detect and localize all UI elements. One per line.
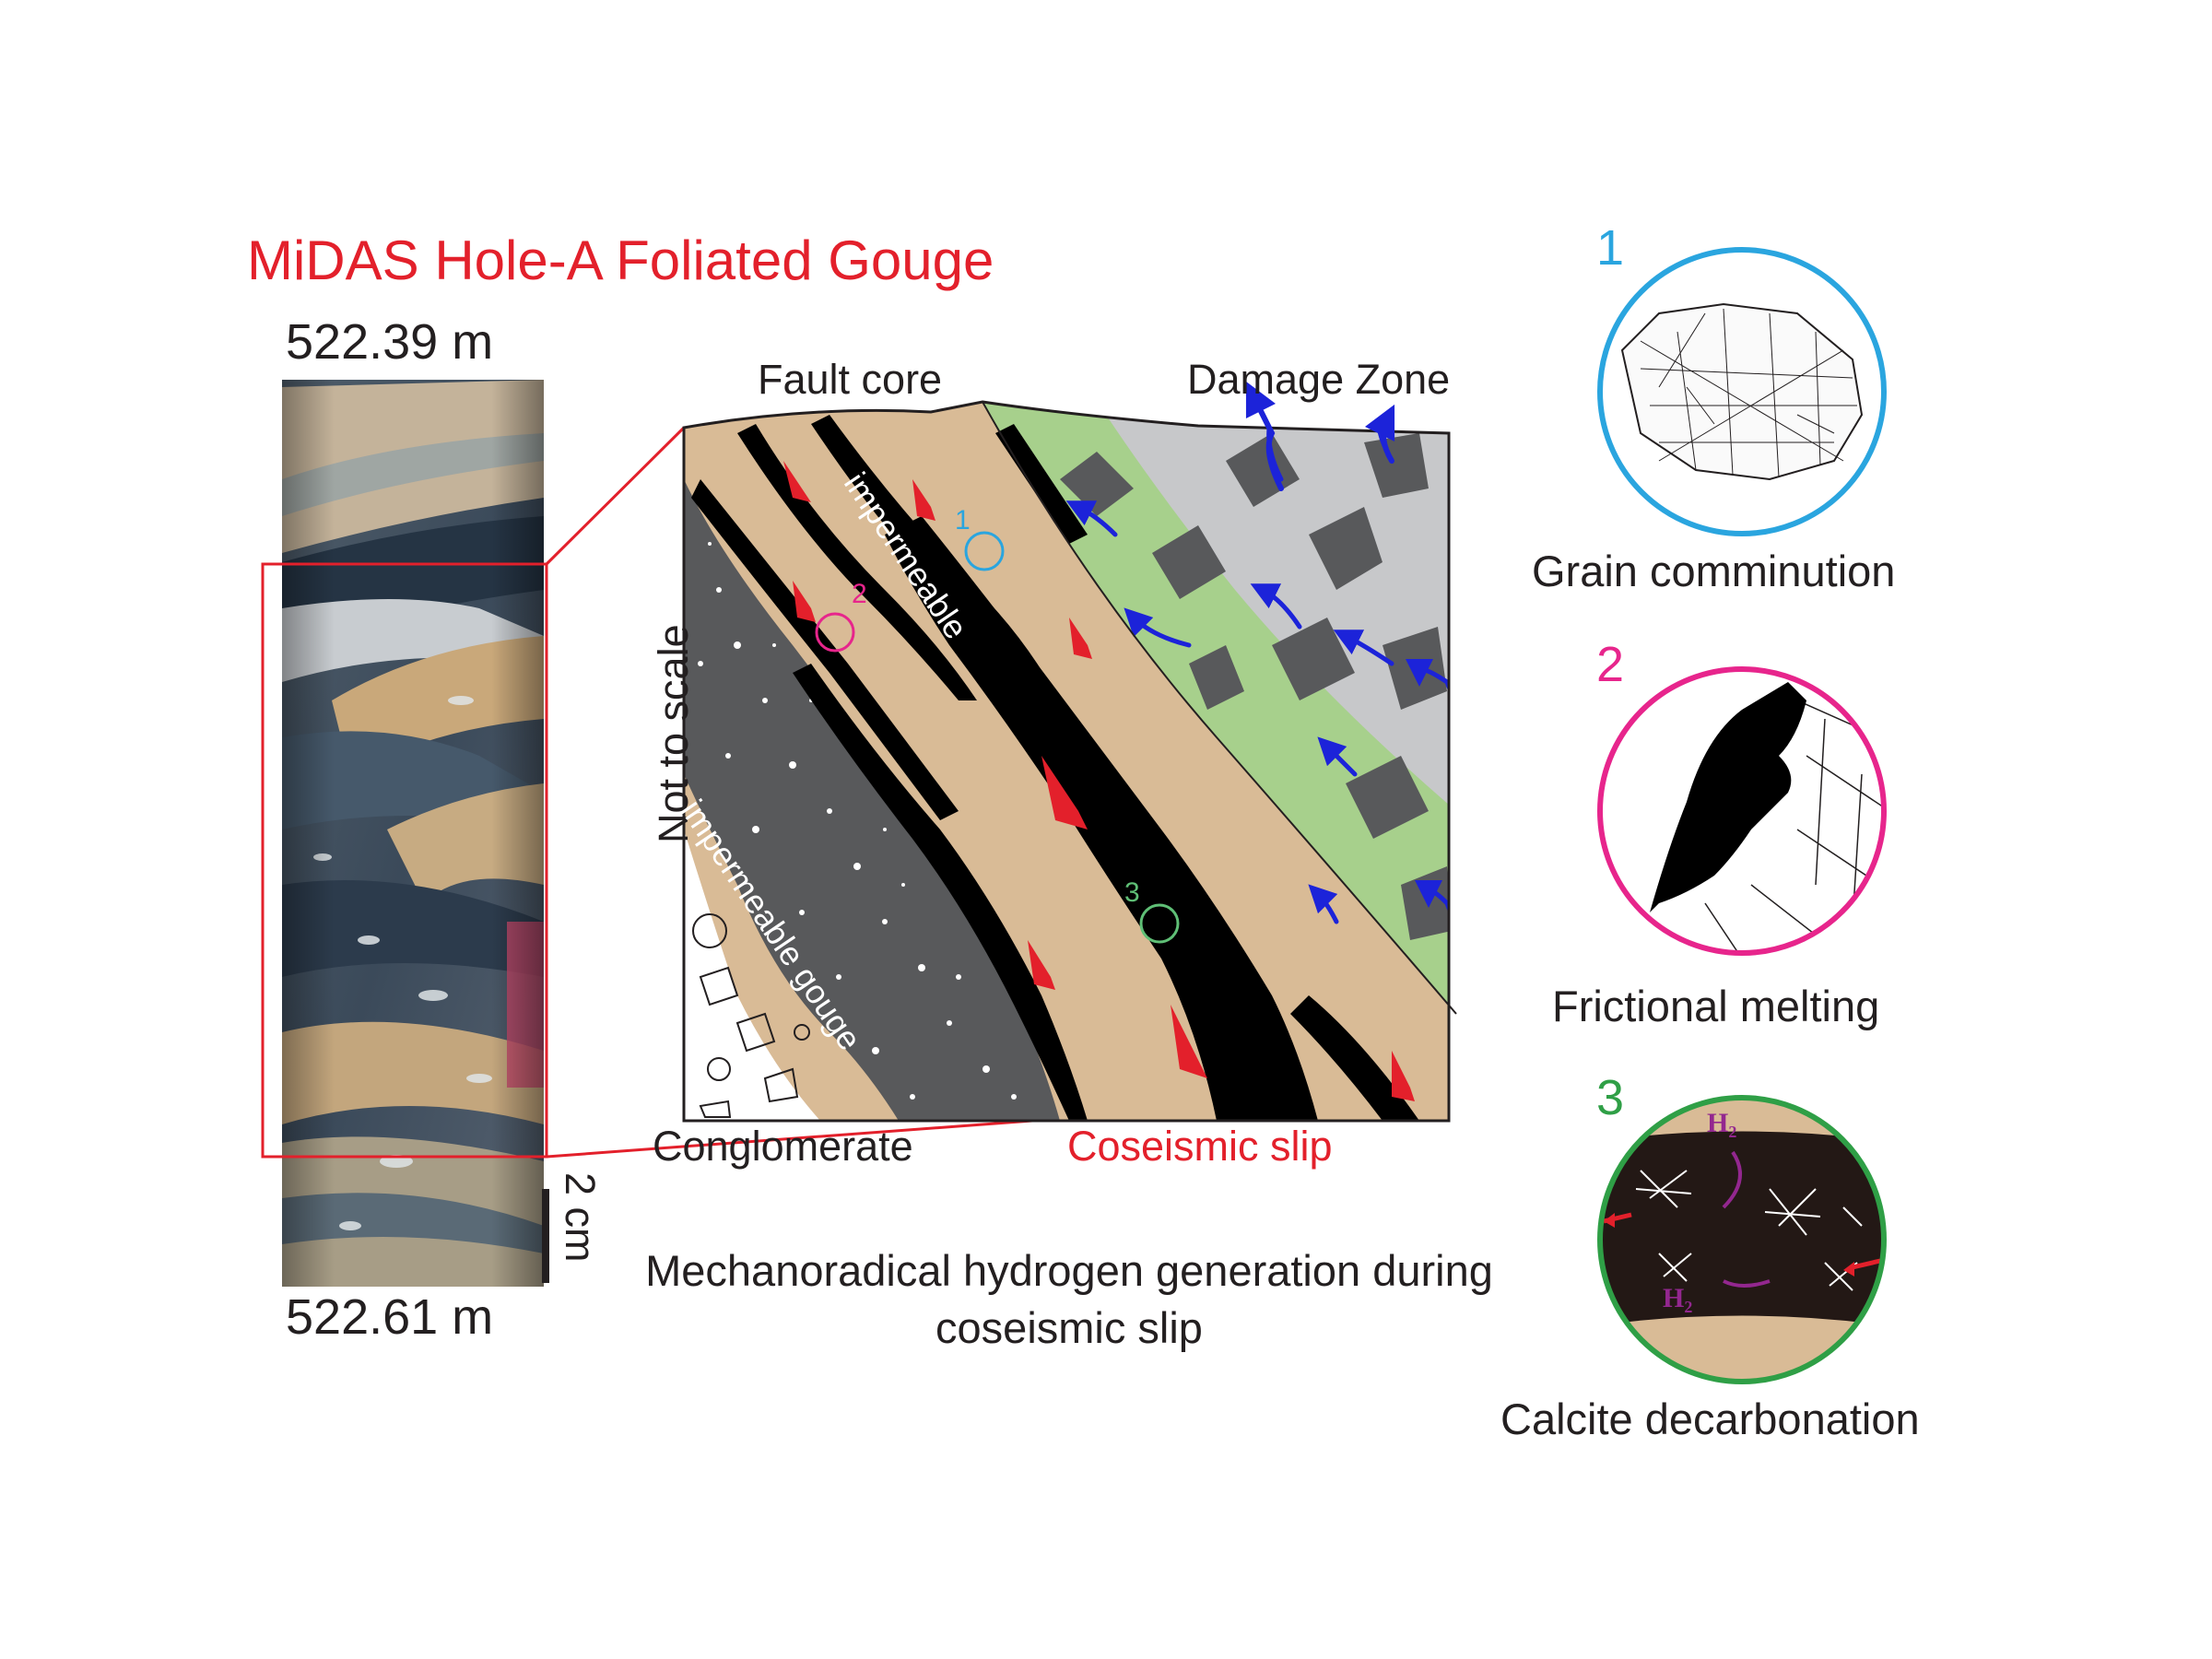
fluid-arrows <box>1065 402 1449 952</box>
depth-top-label: 522.39 m <box>286 314 494 370</box>
inset-calcite-decarbonation <box>1597 1095 1887 1384</box>
damage-zone-green <box>982 402 1449 1014</box>
fault-schematic <box>684 402 1449 1121</box>
inset-2-number: 2 <box>1596 637 1625 692</box>
conglomerate-label: Conglomerate <box>653 1123 913 1170</box>
position-marker-1 <box>964 531 1005 571</box>
slip-arrows <box>783 461 1415 1101</box>
position-marker-3 <box>1139 903 1180 944</box>
conglomerate-zone <box>684 830 820 1121</box>
inset-3-number: 3 <box>1596 1070 1625 1125</box>
position-marker-2 <box>815 612 855 653</box>
inset-grain-comminution <box>1597 247 1887 536</box>
position-label-2: 2 <box>852 579 867 609</box>
core-selection-box <box>261 562 548 1159</box>
drill-core-photo <box>282 380 544 1287</box>
zoom-line-bottom <box>546 1119 1033 1159</box>
damage-zone-label: Damage Zone <box>1187 356 1451 403</box>
damage-zone-boundary <box>982 401 1457 1015</box>
figure-title: MiDAS Hole-A Foliated Gouge <box>247 229 994 291</box>
inset-3-label: Calcite decarbonation <box>1500 1394 1920 1443</box>
figure-caption: Mechanoradical hydrogen generation durin… <box>645 1246 1493 1352</box>
zoom-line-top <box>545 426 686 566</box>
depth-bottom-label: 522.61 m <box>286 1289 494 1345</box>
position-label-3: 3 <box>1124 877 1140 908</box>
position-label-1: 1 <box>955 505 971 535</box>
inset-1-number: 1 <box>1596 220 1625 276</box>
inset-1-label: Grain comminution <box>1532 547 1896 595</box>
h2-label-top: H₂ <box>1707 1108 1737 1138</box>
inset-frictional-melting <box>1597 666 1887 956</box>
impermeable-gouge-band <box>684 479 1060 1121</box>
h2-label-bottom: H₂ <box>1663 1283 1693 1313</box>
inset-2-label: Frictional melting <box>1552 982 1880 1030</box>
coseismic-slip-label: Coseismic slip <box>1067 1123 1333 1170</box>
scale-bar-label: 2 cm <box>557 1172 604 1263</box>
fault-core-label: Fault core <box>758 356 943 403</box>
conglomerate-clasts <box>692 913 810 1118</box>
